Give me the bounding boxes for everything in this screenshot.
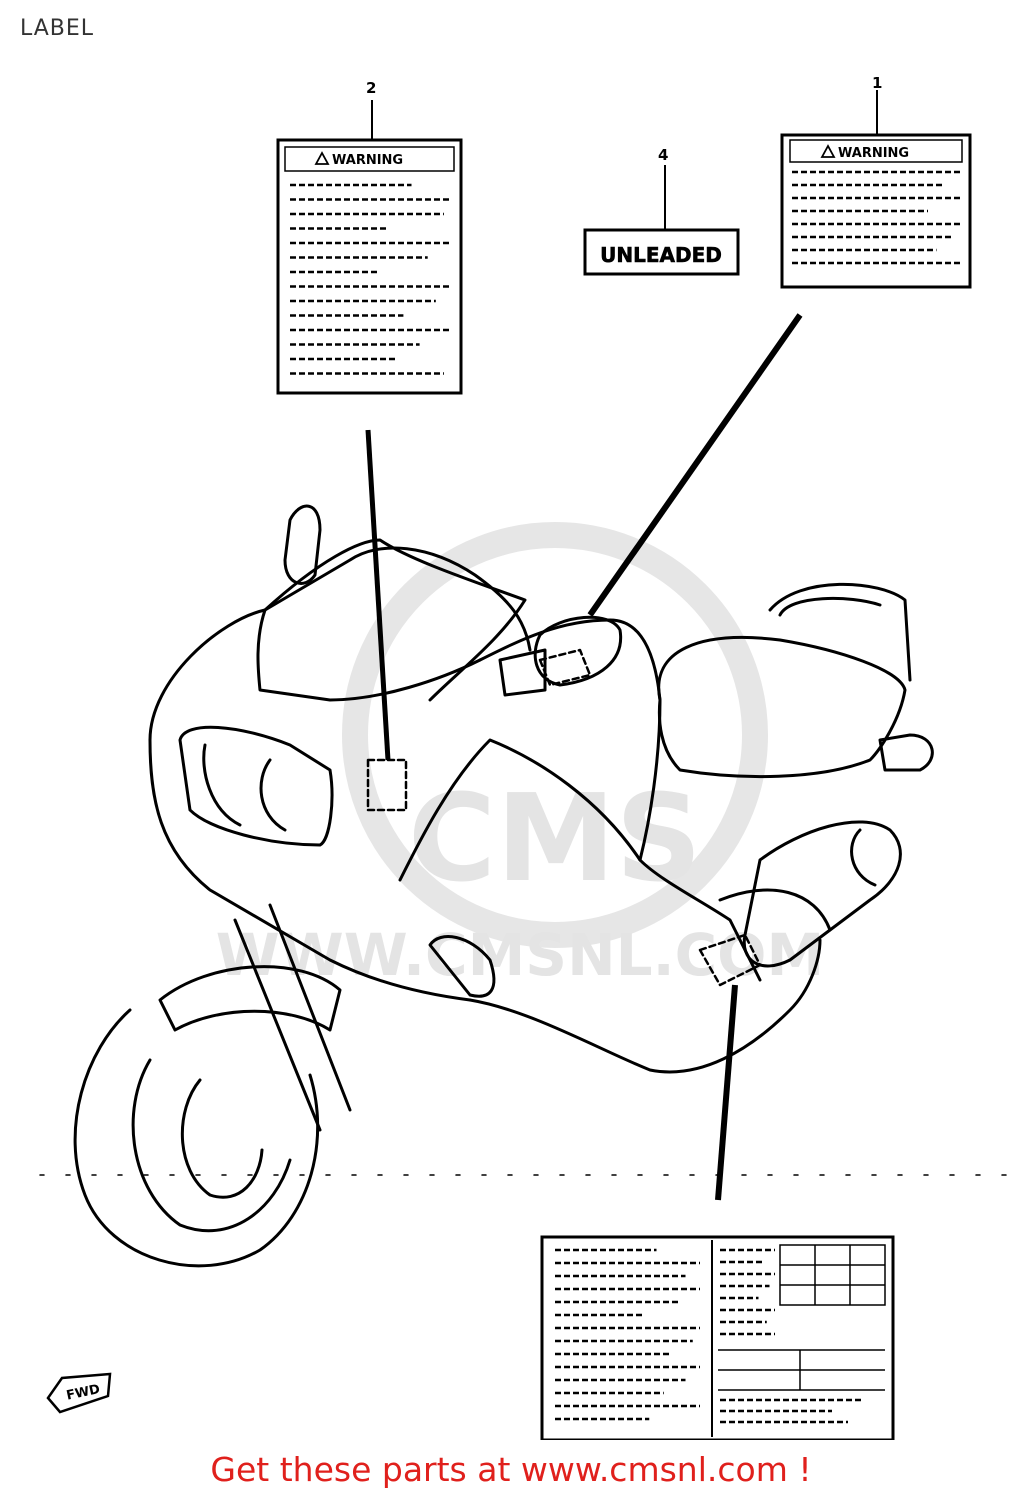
callout-1: 1	[872, 74, 882, 92]
watermark: CMS WWW.CMSNL.COM	[216, 522, 824, 989]
watermark-logo: CMS	[408, 770, 702, 909]
forward-arrow-text: FWD	[65, 1382, 102, 1404]
label-1-heading: WARNING	[838, 146, 909, 161]
leader-lines	[365, 90, 878, 1201]
label-4-unleaded-sticker: UNLEADED	[583, 228, 740, 276]
forward-direction-marker: FWD	[46, 1372, 112, 1414]
page-title: LABEL	[20, 16, 95, 41]
label-2-heading: WARNING	[332, 153, 403, 168]
cmsnl-parts-link[interactable]: Get these parts at www.cmsnl.com !	[210, 1450, 812, 1489]
label-4-text: UNLEADED	[600, 243, 722, 267]
parts-diagram: CMS WWW.CMSNL.COM	[39, 74, 1011, 1440]
label-3-text-lines	[555, 1248, 864, 1424]
callout-4: 4	[658, 146, 668, 164]
forward-arrow-icon	[46, 1372, 112, 1414]
warning-triangle-icon	[820, 144, 836, 158]
callout-2: 2	[366, 79, 376, 97]
label-3-info-sticker	[540, 1235, 895, 1440]
label-2-text-lines	[290, 183, 452, 375]
label-3-table-grid	[718, 1244, 886, 1391]
label-1-warning-sticker: WARNING	[780, 133, 972, 289]
warning-triangle-icon	[314, 151, 330, 165]
label-1-text-lines	[792, 170, 962, 265]
label-2-warning-sticker: WARNING	[276, 138, 463, 395]
